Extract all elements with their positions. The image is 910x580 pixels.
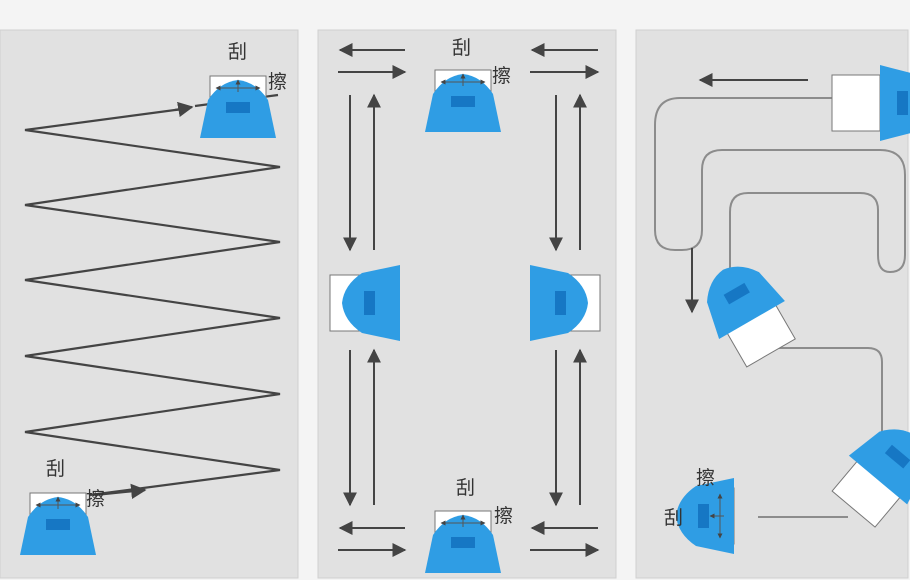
- scrape-label: 刮: [46, 458, 65, 480]
- zigzag-arrow-bottom: [94, 483, 147, 500]
- blade-icon: [831, 411, 910, 528]
- wipe-label: 擦: [494, 505, 513, 527]
- panel-perimeter: 刮 擦 刮 擦: [317, 29, 617, 579]
- blade-icon: [530, 265, 601, 341]
- scrape-label: 刮: [452, 37, 471, 59]
- wipe-label: 擦: [268, 71, 287, 93]
- wipe-label: 擦: [492, 65, 511, 87]
- zigzag-arrow-top: [174, 101, 194, 117]
- wipe-label: 擦: [696, 467, 715, 489]
- blade-icon: [20, 493, 96, 555]
- blade-icon: [676, 478, 735, 554]
- blade-icon: [329, 265, 400, 341]
- scrape-label: 刮: [456, 477, 475, 499]
- panel-serpentine: 擦 刮: [635, 29, 910, 579]
- scrape-label: 刮: [664, 507, 683, 529]
- track-path-lower: [770, 347, 883, 448]
- blade-icon: [831, 65, 910, 141]
- panel-zigzag: 刮 擦 刮 擦: [0, 29, 299, 579]
- wipe-label: 擦: [86, 488, 105, 510]
- scrape-label: 刮: [228, 41, 247, 63]
- blade-icon: [425, 70, 501, 132]
- track-path: [654, 97, 906, 290]
- blade-icon: [690, 250, 796, 368]
- blade-icon: [200, 76, 276, 138]
- blade-icon: [425, 511, 501, 573]
- zigzag-path: [24, 106, 281, 497]
